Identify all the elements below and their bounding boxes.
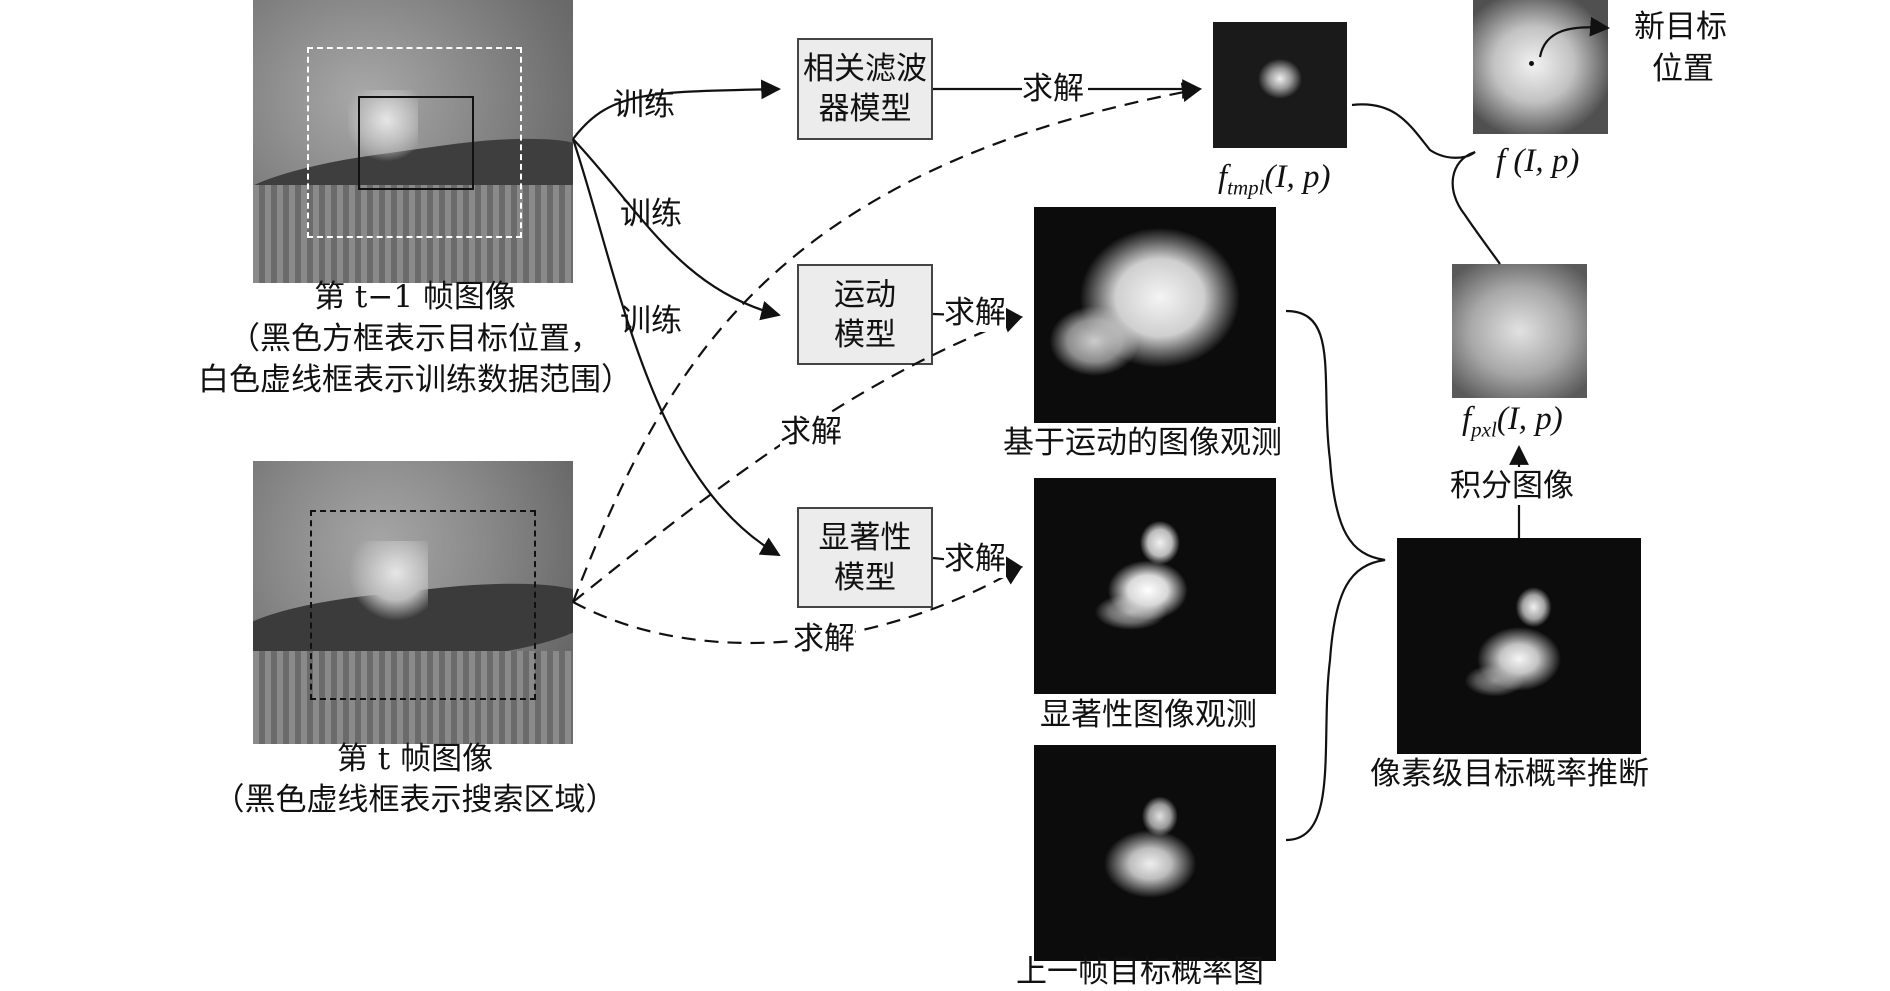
- previous-probability-map: [1034, 745, 1276, 961]
- solve-label-1: 求解: [1022, 70, 1084, 108]
- ftmpl-args: (I, p): [1264, 159, 1331, 195]
- solve-arrow-frame-to-corr: [571, 82, 1202, 603]
- correlation-response-map: [1213, 22, 1347, 148]
- correlation-filter-model-box: 相关滤波 器模型: [797, 38, 933, 140]
- train-arrow-saliency: [571, 138, 781, 556]
- motion-model-label-1: 运动: [834, 276, 896, 313]
- ftmpl-f: f: [1218, 159, 1228, 195]
- frame-t-minus-1-image: [253, 0, 573, 283]
- pixel-inference-label: 像素级目标概率推断: [1370, 756, 1649, 792]
- solve-label-4: 求解: [780, 413, 842, 451]
- train-label-1: 训练: [613, 87, 675, 123]
- motion-observation-label: 基于运动的图像观测: [1003, 425, 1282, 461]
- train-label-2: 训练: [620, 196, 682, 232]
- fpxl-label: fpxl(I, p): [1462, 400, 1563, 449]
- saliency-model-box: 显著性 模型: [797, 507, 933, 608]
- integral-image-label: 积分图像: [1450, 467, 1574, 505]
- new-target-label-2: 位置: [1652, 51, 1714, 87]
- fence-area: [253, 185, 573, 283]
- solve-label-3: 求解: [944, 540, 1006, 578]
- saliency-model-label-1: 显著性: [818, 519, 912, 556]
- pixel-probability-map: [1397, 538, 1641, 754]
- search-region-dashed-box: [310, 510, 536, 700]
- fxy-label: f (I, p): [1496, 143, 1580, 179]
- correlation-filter-label-2: 器模型: [818, 91, 912, 127]
- target-center-dot: [1529, 61, 1534, 66]
- frame-t-minus-1-note-1: （黑色方框表示目标位置，: [229, 321, 601, 357]
- training-region-dashed-box: [307, 47, 522, 238]
- motion-model-label-2: 模型: [834, 316, 896, 353]
- frame-t-caption: 第 t 帧图像: [336, 741, 494, 777]
- frame-t-minus-1-caption: 第 t−1 帧图像: [314, 279, 516, 315]
- previous-probability-label: 上一帧目标概率图: [1016, 954, 1264, 990]
- motion-observation-map: [1034, 207, 1276, 423]
- brace-responses: [1351, 103, 1501, 265]
- cyclist-figure: [348, 541, 428, 621]
- train-label-3: 训练: [620, 303, 682, 339]
- ftmpl-label: ftmpl(I, p): [1218, 158, 1330, 207]
- train-arrow-corr: [572, 79, 781, 140]
- saliency-model-label-2: 模型: [834, 559, 896, 596]
- saliency-observation-map: [1034, 478, 1276, 694]
- new-target-arrow: [1538, 16, 1610, 58]
- solve-arrow-frame-to-saliency: [572, 565, 1023, 645]
- fpxl-args: (I, p): [1496, 401, 1563, 437]
- final-response-map: [1473, 0, 1608, 134]
- new-target-label-1: 新目标: [1634, 9, 1727, 45]
- brace-observations: [1285, 309, 1386, 842]
- target-box: [358, 96, 474, 190]
- correlation-filter-label-1: 相关滤波: [803, 51, 927, 87]
- saliency-observation-label: 显著性图像观测: [1040, 697, 1257, 733]
- ftmpl-sub: tmpl: [1227, 175, 1265, 200]
- frame-t-note: （黑色虚线框表示搜索区域）: [213, 782, 617, 818]
- frame-t-minus-1-note-2: 白色虚线框表示训练数据范围）: [198, 362, 632, 398]
- frame-t-image: [253, 461, 573, 744]
- solve-arrow-saliency: [932, 555, 1023, 576]
- integral-image-map: [1452, 264, 1587, 398]
- solve-label-5: 求解: [793, 620, 855, 658]
- fence-area: [253, 651, 573, 744]
- fpxl-sub: pxl: [1471, 417, 1497, 442]
- motion-model-box: 运动 模型: [797, 264, 933, 365]
- solve-label-2: 求解: [944, 294, 1006, 332]
- fpxl-f: f: [1462, 401, 1472, 437]
